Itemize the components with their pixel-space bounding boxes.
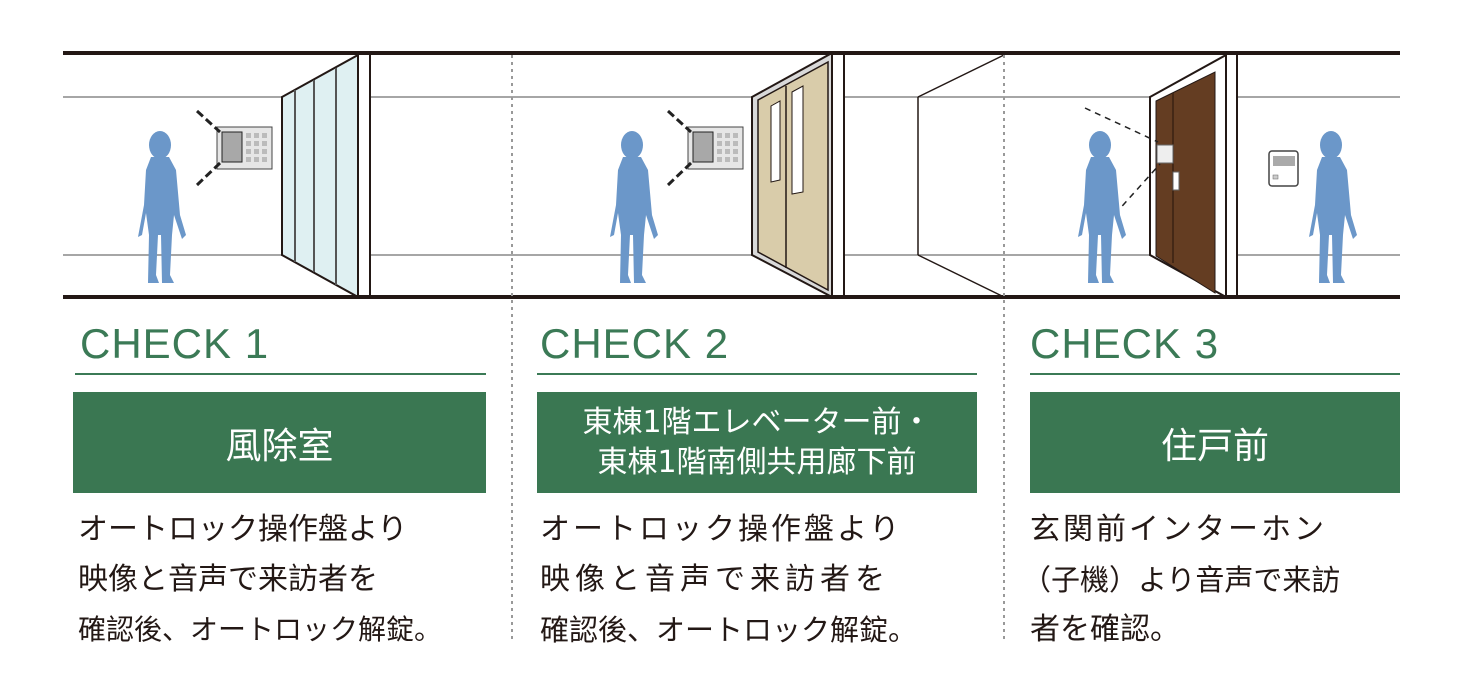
location-text: 住戸前: [1160, 425, 1269, 467]
location-label-1: 風除室: [73, 392, 486, 493]
visitor-figure-1: [138, 131, 186, 283]
location-text: 東棟1階エレベーター前・: [582, 404, 932, 440]
check-3-heading: CHECK 3: [1030, 320, 1220, 367]
visitor-figure-3: [1078, 131, 1126, 283]
visitor-figure-2: [610, 131, 658, 283]
heading-rule: [1030, 373, 1400, 375]
description-line: 玄関前インターホン: [1030, 512, 1327, 547]
description-line: 映像と音声で来訪者を: [78, 562, 378, 597]
description-line: オートロック操作盤より: [78, 512, 408, 547]
location-label-2: 東棟1階エレベーター前・ 東棟1階南側共用廊下前: [537, 392, 977, 493]
intercom-handset: [1268, 150, 1299, 187]
description-line: 映像と音声で来訪者を: [540, 562, 890, 597]
location-label-3: 住戸前: [1030, 392, 1400, 493]
location-text: 風除室: [225, 425, 334, 467]
description-line: オートロック操作盤より: [540, 512, 903, 547]
autolock-panel-1: [195, 109, 273, 187]
glass-door: [281, 52, 371, 299]
autolock-panel-2: [666, 109, 744, 187]
description-1: オートロック操作盤より 映像と音声で来訪者を 確認後、オートロック解錠。: [78, 505, 442, 655]
description-line: 者を確認。: [1030, 612, 1180, 647]
location-text: 東棟1階南側共用廊下前: [597, 444, 917, 480]
elevator-hall-door: [751, 51, 1005, 299]
heading-rule: [75, 373, 486, 375]
description-line: 確認後、オートロック解錠。: [78, 613, 443, 646]
check-2-heading: CHECK 2: [540, 320, 730, 367]
description-line: 確認後、オートロック解錠。: [540, 613, 918, 647]
heading-rule: [537, 373, 977, 375]
description-3: 玄関前インターホン （子機）より音声で来訪 者を確認。: [1022, 505, 1340, 655]
check-1-heading: CHECK 1: [80, 320, 270, 367]
description-2: オートロック操作盤より 映像と音声で来訪者を 確認後、オートロック解錠。: [540, 505, 917, 655]
description-line: （子機）より音声で来訪: [1022, 563, 1341, 597]
resident-figure: [1309, 131, 1357, 283]
